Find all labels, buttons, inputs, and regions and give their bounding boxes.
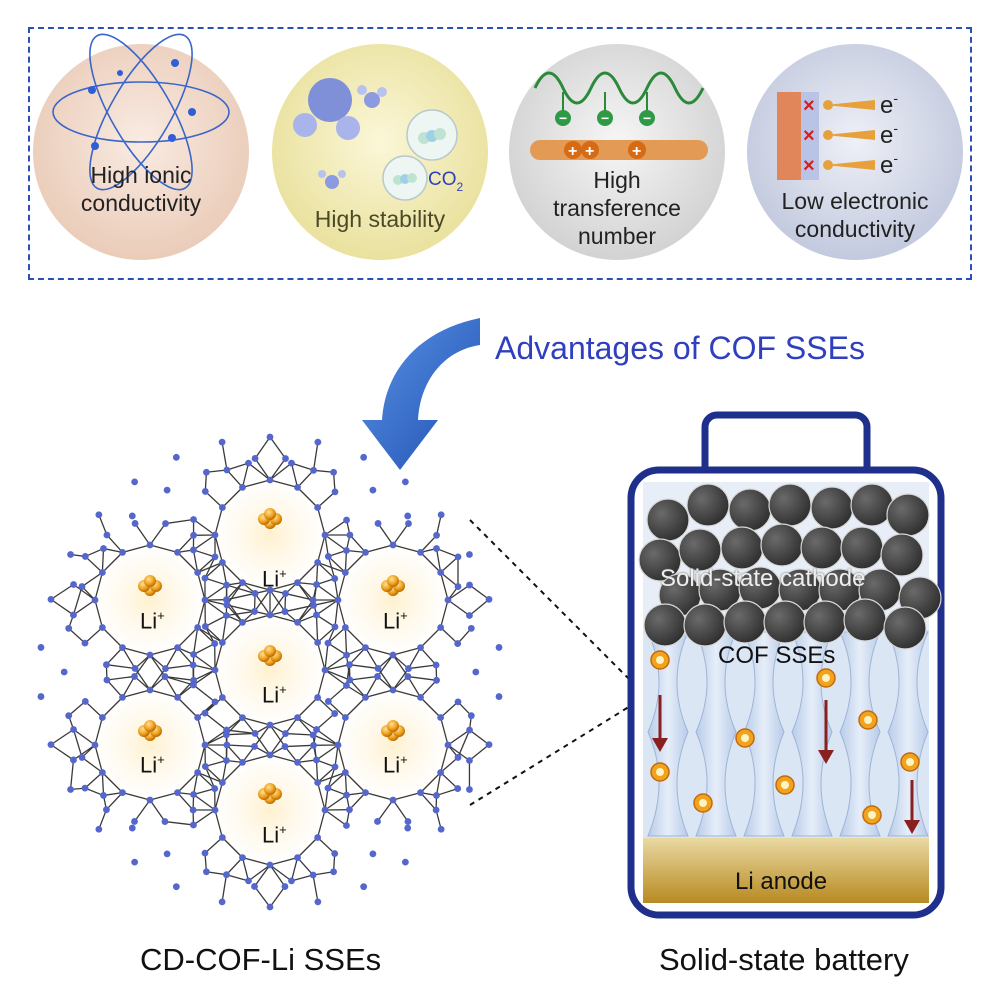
label-line: High stability <box>314 206 446 232</box>
co2-bubble-icon <box>382 109 458 201</box>
svg-text:×: × <box>803 95 815 117</box>
li-label-top: Li+ <box>262 566 287 592</box>
svg-text:+: + <box>585 143 594 160</box>
label-line: Low electronic <box>781 188 929 214</box>
li-label-center: Li+ <box>262 682 287 708</box>
zoom-line-top <box>469 519 641 691</box>
label-line: High <box>593 167 641 193</box>
electron-arrow-icon <box>823 100 875 170</box>
svg-text:+: + <box>632 143 641 160</box>
cof-framework <box>37 433 503 911</box>
svg-text:+: + <box>568 143 577 160</box>
svg-text:×: × <box>803 155 815 177</box>
electrolyte-label: COF SSEs <box>718 642 836 669</box>
water-molecule-icon <box>293 78 387 189</box>
advantage-ionic-conductivity <box>33 33 249 260</box>
li-label-upper-left: Li+ <box>140 608 165 634</box>
svg-text:×: × <box>803 125 815 147</box>
curved-arrow-icon <box>362 318 480 470</box>
electronic-conductivity-label: Low electronic conductivity <box>760 187 950 243</box>
zoom-line-bottom <box>469 699 641 806</box>
cathode-label: Solid-state cathode <box>660 565 866 592</box>
cation-rail <box>530 140 708 160</box>
anode-label: Li anode <box>735 868 828 895</box>
li-label-bottom: Li+ <box>262 822 287 848</box>
li-ions <box>650 650 920 825</box>
ion-migration-arrows <box>652 695 920 834</box>
svg-text:e-: e- <box>880 120 898 149</box>
battery-caption: Solid-state battery <box>659 942 909 977</box>
label-line: High ionic <box>90 162 192 188</box>
svg-text:e-: e- <box>880 90 898 119</box>
label-line: number <box>578 223 656 249</box>
svg-text:−: − <box>559 110 567 126</box>
electrode-slab <box>777 92 801 180</box>
transference-number-label: High transference number <box>537 166 697 250</box>
label-line: conductivity <box>80 190 202 216</box>
svg-text:−: − <box>643 110 651 126</box>
li-label-lower-left: Li+ <box>140 752 165 778</box>
label-line: transference <box>553 195 681 221</box>
atom-orbit-icon <box>52 33 230 191</box>
advantages-title: Advantages of COF SSEs <box>495 330 865 366</box>
battery <box>627 411 945 919</box>
advantage-low-electronic-conductivity: × × × e- e- e- <box>747 44 963 260</box>
blocked-cross-icon: × × × <box>803 95 815 177</box>
advantage-stability: CO2 <box>272 44 488 260</box>
polymer-chain-icon <box>533 71 705 105</box>
framework-caption: CD-COF-Li SSEs <box>140 942 382 977</box>
li-label-upper-right: Li+ <box>383 608 408 634</box>
label-line: conductivity <box>794 216 916 242</box>
ionic-conductivity-label: High ionic conductivity <box>61 161 221 217</box>
advantage-transference-number: − − − + + + <box>509 44 725 260</box>
svg-text:e-: e- <box>880 150 898 179</box>
advantages-panel <box>28 27 972 280</box>
svg-text:−: − <box>601 110 609 126</box>
co2-label: CO2 <box>428 169 464 194</box>
cathode-particles <box>638 483 942 650</box>
li-label-lower-right: Li+ <box>383 752 408 778</box>
stability-label: High stability <box>290 205 470 233</box>
li-anode-layer <box>643 838 929 903</box>
